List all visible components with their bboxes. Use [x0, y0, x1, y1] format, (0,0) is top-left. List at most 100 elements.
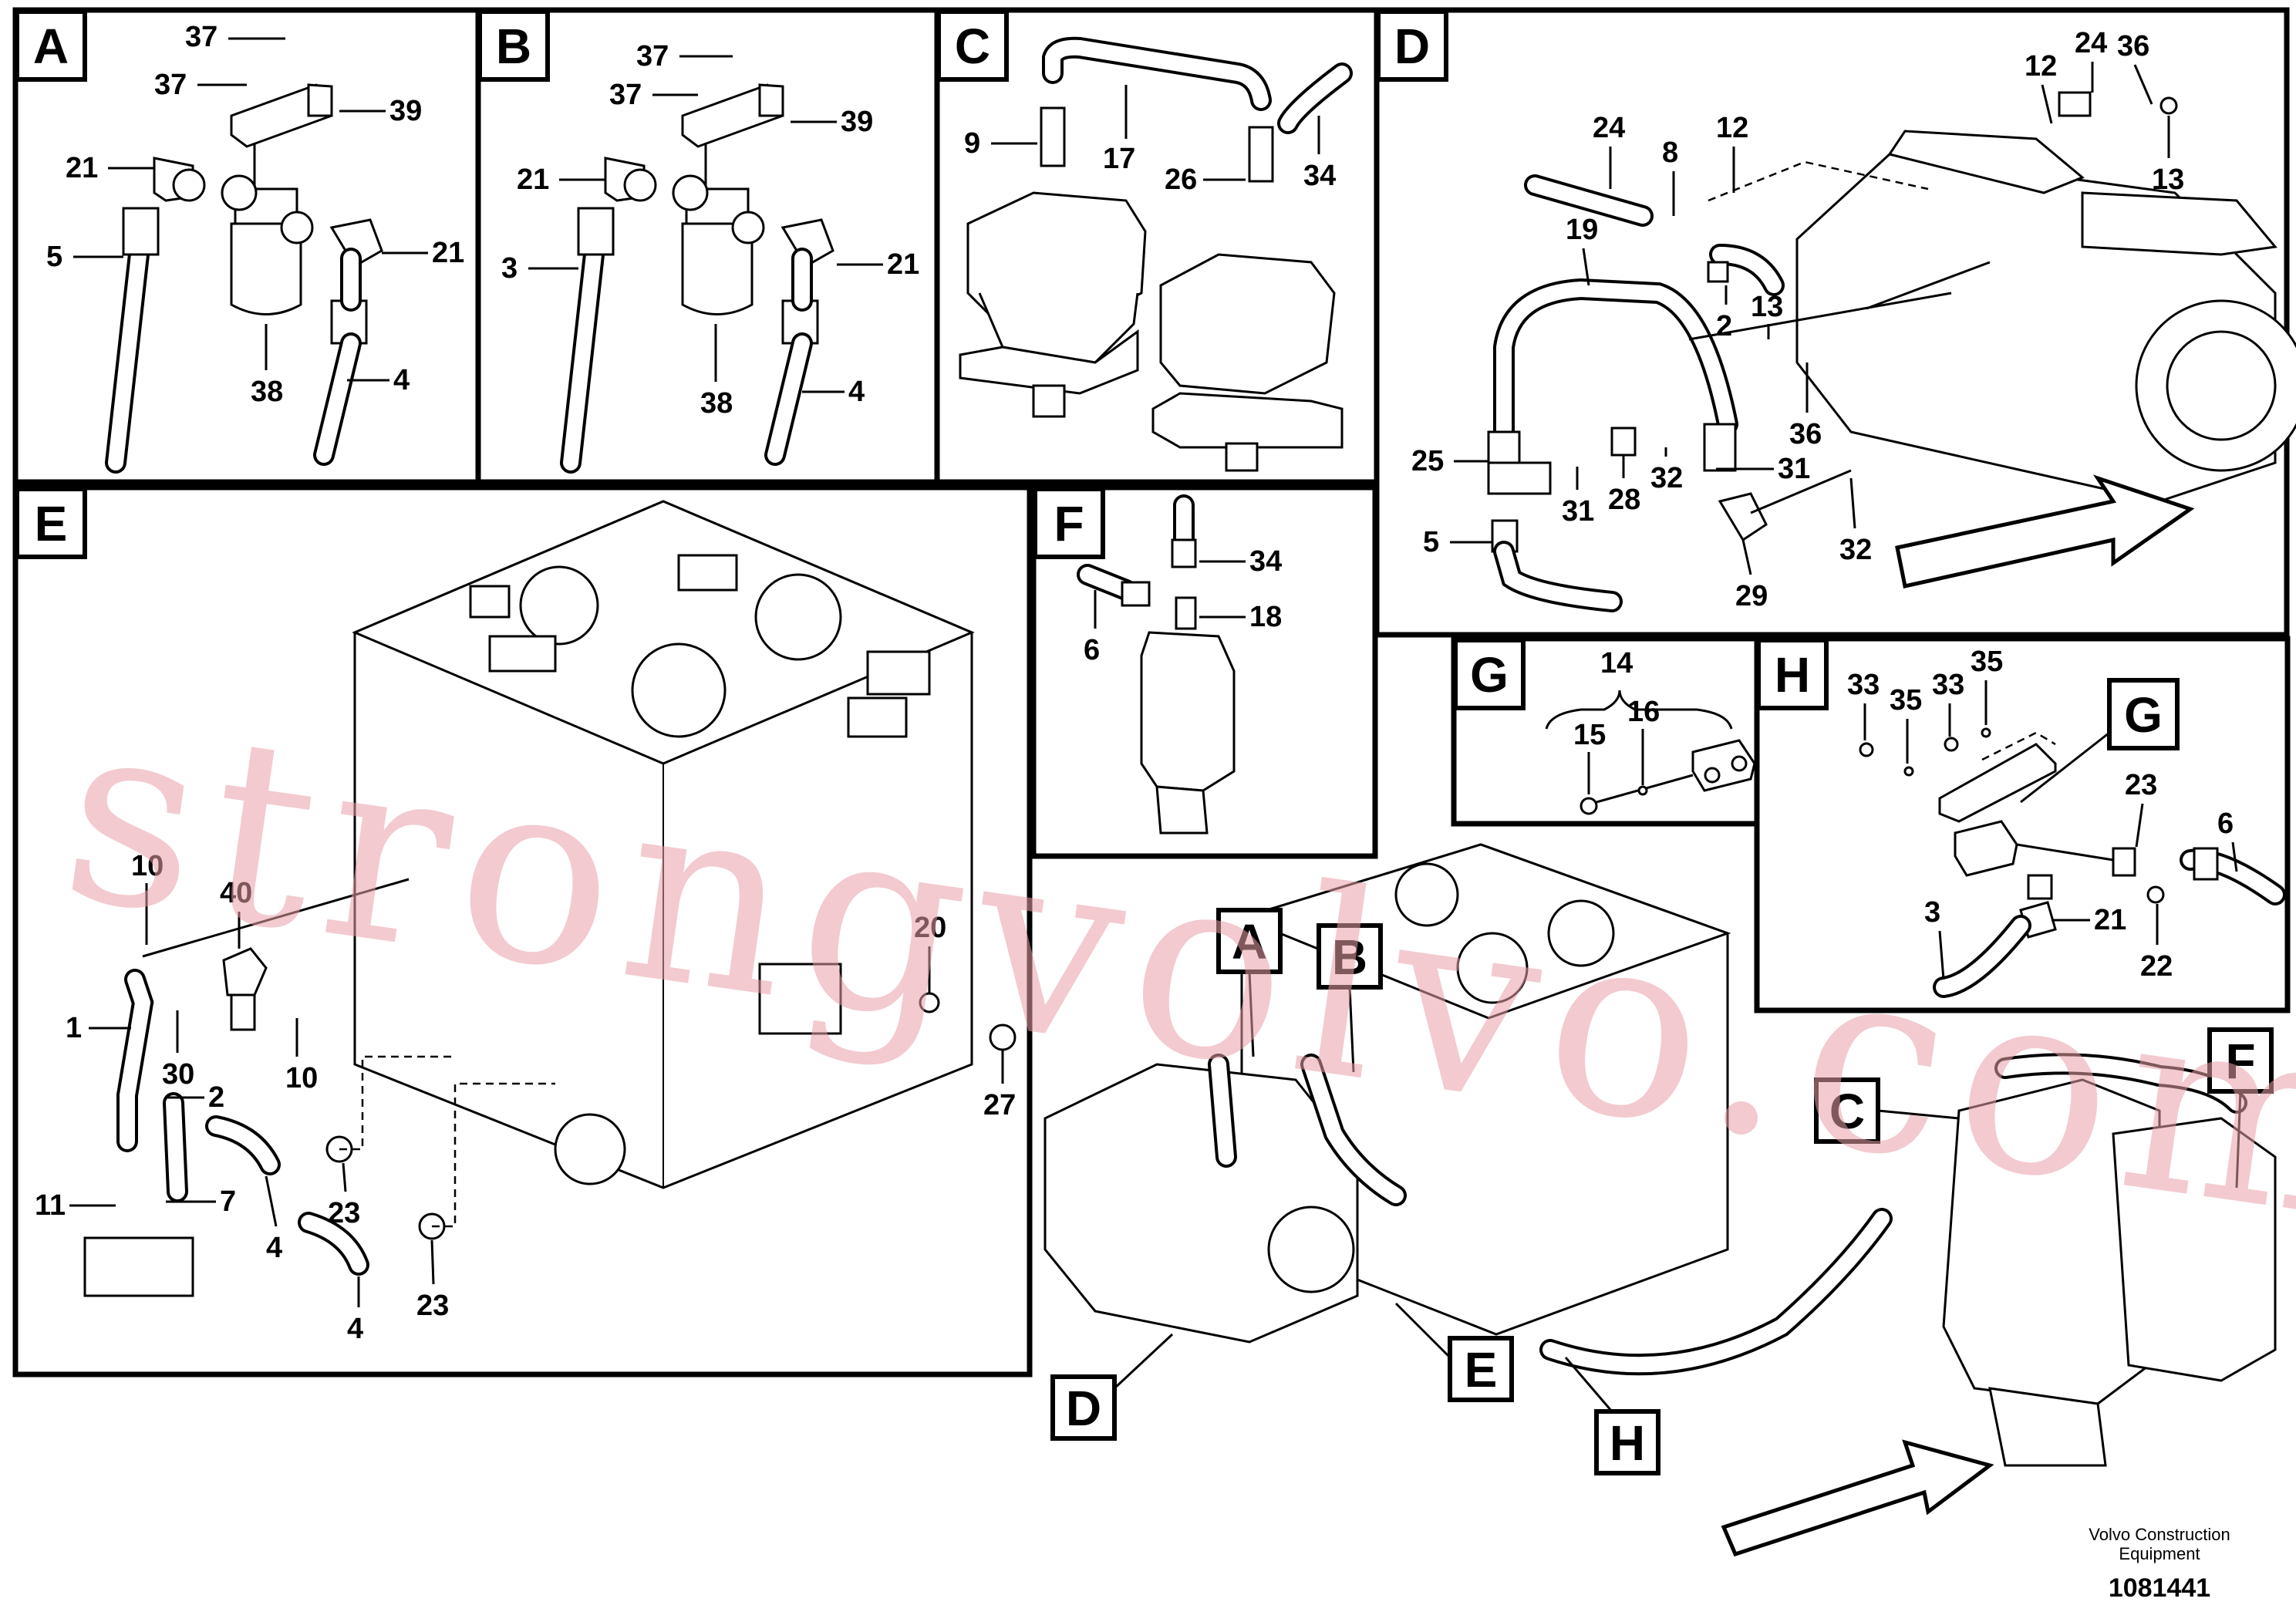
- panel-e-callout: 23: [328, 1197, 360, 1229]
- panel-letter-d: D: [1376, 9, 1448, 82]
- panel-b-callout: 21: [517, 164, 549, 196]
- panel-letter-a: A: [15, 9, 87, 82]
- panel-d-callout: 32: [1839, 534, 1872, 566]
- overview-labels: A B C F D E H: [1050, 908, 2274, 1475]
- panel-d-callout: 25: [1411, 445, 1444, 477]
- panel-e-callout: 7: [220, 1185, 236, 1218]
- panel-b-callout: 38: [700, 387, 733, 420]
- panel-b-callout: 37: [609, 79, 642, 111]
- panel-b-callout: 3: [501, 252, 518, 285]
- ref-letter-g-box: [2107, 678, 2180, 750]
- panel-e-callout: 11: [35, 1189, 66, 1222]
- overview-label-e-box: [1448, 1336, 1514, 1402]
- panel-b-callout: 4: [848, 376, 865, 408]
- panel-b-callout: 39: [841, 106, 873, 138]
- panel-d-callout: 12: [1716, 112, 1748, 144]
- panel-f-callout: 6: [1084, 634, 1100, 666]
- panel-a-callout: 38: [251, 376, 283, 408]
- panel-c-callout: 34: [1303, 160, 1336, 192]
- panel-g-callout: 15: [1573, 719, 1606, 751]
- panel-h-callout: 3: [1924, 896, 1940, 929]
- panel-d-callout: 32: [1650, 462, 1683, 494]
- panel-c-callout: 26: [1165, 164, 1197, 196]
- panel-g-callout: 16: [1627, 696, 1660, 728]
- overview-label-d: D: [1066, 1381, 1101, 1436]
- panel-letter-c: C: [936, 9, 1009, 82]
- panel-d-callout: 12: [2025, 50, 2057, 83]
- panel-d-callout: 5: [1423, 526, 1439, 558]
- panel-d-callouts: 24 12 24 36 8 12 13 19 2 13 36 25 31 28 …: [1411, 27, 2184, 612]
- panel-d-callout: 36: [2117, 30, 2149, 62]
- panel-letter-f: F: [1033, 487, 1105, 559]
- panel-a-callout: 21: [432, 237, 464, 269]
- panel-a-callouts: 37 37 39 21 21 5 38 4: [46, 21, 464, 408]
- panel-f-callout: 18: [1249, 601, 1282, 633]
- panel-d-callout: 31: [1562, 495, 1594, 528]
- panel-e-letter: E: [35, 496, 68, 551]
- panel-e-callout: 10: [285, 1062, 318, 1094]
- overview-label-h-box: [1594, 1409, 1660, 1475]
- overview-label-e: E: [1465, 1342, 1498, 1398]
- panel-c-letter: C: [955, 19, 990, 74]
- panel-e-callout: 20: [914, 912, 946, 944]
- panel-d-callout: 29: [1735, 580, 1768, 612]
- panel-d-callout: 24: [1593, 112, 1625, 144]
- panel-letter-b: B: [477, 9, 550, 82]
- panel-e-callout: 2: [208, 1081, 224, 1114]
- panel-g-letter: G: [1470, 647, 1509, 703]
- panel-a-drawing: [105, 83, 383, 474]
- panel-d-frame: [1374, 7, 2290, 638]
- panel-h-callout: 21: [2094, 904, 2126, 936]
- panel-e-callout: 10: [131, 850, 164, 882]
- panel-e-callout: 27: [983, 1089, 1016, 1121]
- overview-label-f: F: [2225, 1034, 2255, 1089]
- panel-b-drawing: [560, 83, 834, 474]
- panel-d-drawing: [1487, 91, 2296, 612]
- panel-d-callout: 19: [1566, 214, 1598, 246]
- panel-letter-e: E: [15, 487, 87, 559]
- panel-a-callout: 39: [389, 95, 422, 127]
- overview-label-a-box: [1216, 908, 1283, 974]
- panel-c-callouts: 9 17 26 34: [964, 85, 1336, 196]
- panel-letter-g: G: [1453, 638, 1526, 710]
- panel-c-callout: 9: [964, 127, 980, 160]
- panel-d-callout: 31: [1778, 453, 1810, 485]
- panel-e-callout: 23: [416, 1290, 449, 1322]
- panel-letter-h: H: [1756, 638, 1829, 710]
- panel-d-callout: 13: [2152, 164, 2184, 196]
- panel-c-drawing: [959, 36, 1353, 472]
- panel-e-callout: 40: [220, 877, 252, 909]
- panel-e-callout: 30: [162, 1058, 194, 1091]
- panel-h-callout: 35: [1890, 684, 1922, 717]
- overview-label-f-box: [2207, 1027, 2274, 1094]
- panel-f-letter: F: [1054, 496, 1084, 551]
- overview-label-d-box: [1050, 1374, 1117, 1441]
- panel-e-drawing: [83, 500, 1017, 1297]
- maker-name-line2: Equipment: [2119, 1544, 2200, 1563]
- panel-d-callout: 24: [2075, 27, 2107, 59]
- panel-e-callouts: 10 40 20 1 30 10 27 2 11 7 4 23 4 23: [35, 850, 1016, 1345]
- panel-d-callout: 2: [1716, 310, 1732, 342]
- overview-label-a: A: [1232, 914, 1267, 969]
- panel-f-frame: [1030, 484, 1378, 859]
- overview-label-c: C: [1829, 1084, 1865, 1139]
- panel-h-drawing: G: [1859, 678, 2286, 998]
- panel-b-letter: B: [496, 19, 531, 74]
- panel-g-callouts: 14 15 16: [1573, 647, 1660, 794]
- panel-c-callout: 17: [1103, 143, 1135, 175]
- panel-f-callout: 34: [1249, 545, 1282, 578]
- panel-a-callout: 4: [393, 364, 410, 396]
- panel-a-callout: 37: [154, 69, 187, 101]
- panel-e-frame: [12, 484, 1033, 1378]
- panel-h-callout: 33: [1847, 669, 1880, 701]
- panel-f-callouts: 34 18 6: [1084, 545, 1282, 666]
- panel-h-callouts: 33 35 33 35 23 6 3 21 22: [1847, 646, 2238, 983]
- panel-h-callout: 22: [2140, 950, 2173, 983]
- panel-h-callout: 6: [2217, 808, 2234, 840]
- panel-h-letter: H: [1775, 647, 1810, 703]
- panel-h-callout: 23: [2125, 769, 2157, 801]
- panel-b-callout: 37: [636, 40, 669, 73]
- panel-f-drawing: [1077, 494, 1236, 835]
- panel-a-callout: 5: [46, 241, 62, 273]
